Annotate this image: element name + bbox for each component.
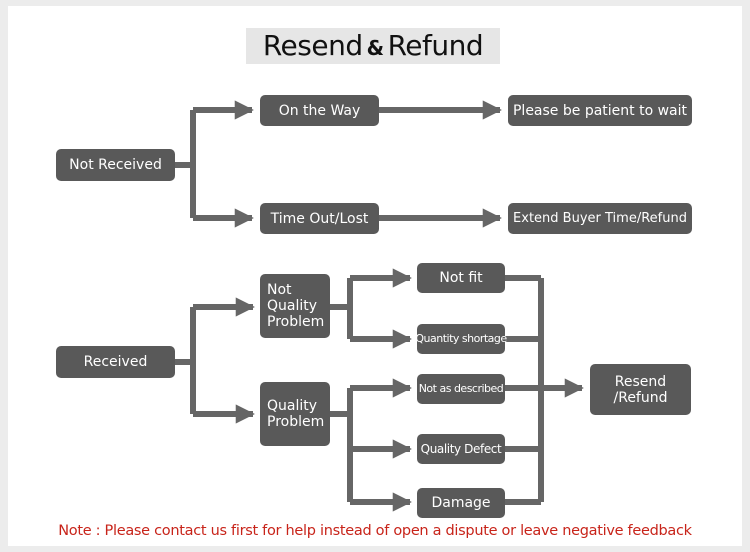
node-received: Received xyxy=(56,346,175,378)
node-on-the-way: On the Way xyxy=(260,95,379,126)
node-extend: Extend Buyer Time/Refund xyxy=(508,203,692,234)
node-damage: Damage xyxy=(417,488,505,518)
node-quality-problem: Quality Problem xyxy=(260,382,330,446)
page-title: Resend&Refund xyxy=(246,28,500,64)
title-resend: Resend xyxy=(262,29,363,62)
node-not-fit: Not fit xyxy=(417,263,505,293)
node-patient: Please be patient to wait xyxy=(508,95,692,126)
node-timeout: Time Out/Lost xyxy=(260,203,379,234)
node-quality-defect: Quality Defect xyxy=(417,434,505,464)
node-not-quality-problem: Not Quality Problem xyxy=(260,274,330,338)
title-ampersand: & xyxy=(366,36,384,60)
note-text: Note : Please contact us first for help … xyxy=(58,523,692,539)
node-resend-refund: Resend /Refund xyxy=(590,364,691,415)
node-not-as-described: Not as described xyxy=(417,374,505,404)
node-not-received: Not Received xyxy=(56,149,175,181)
node-quantity-shortage: Quantity shortage xyxy=(415,324,507,354)
title-refund: Refund xyxy=(387,29,484,62)
